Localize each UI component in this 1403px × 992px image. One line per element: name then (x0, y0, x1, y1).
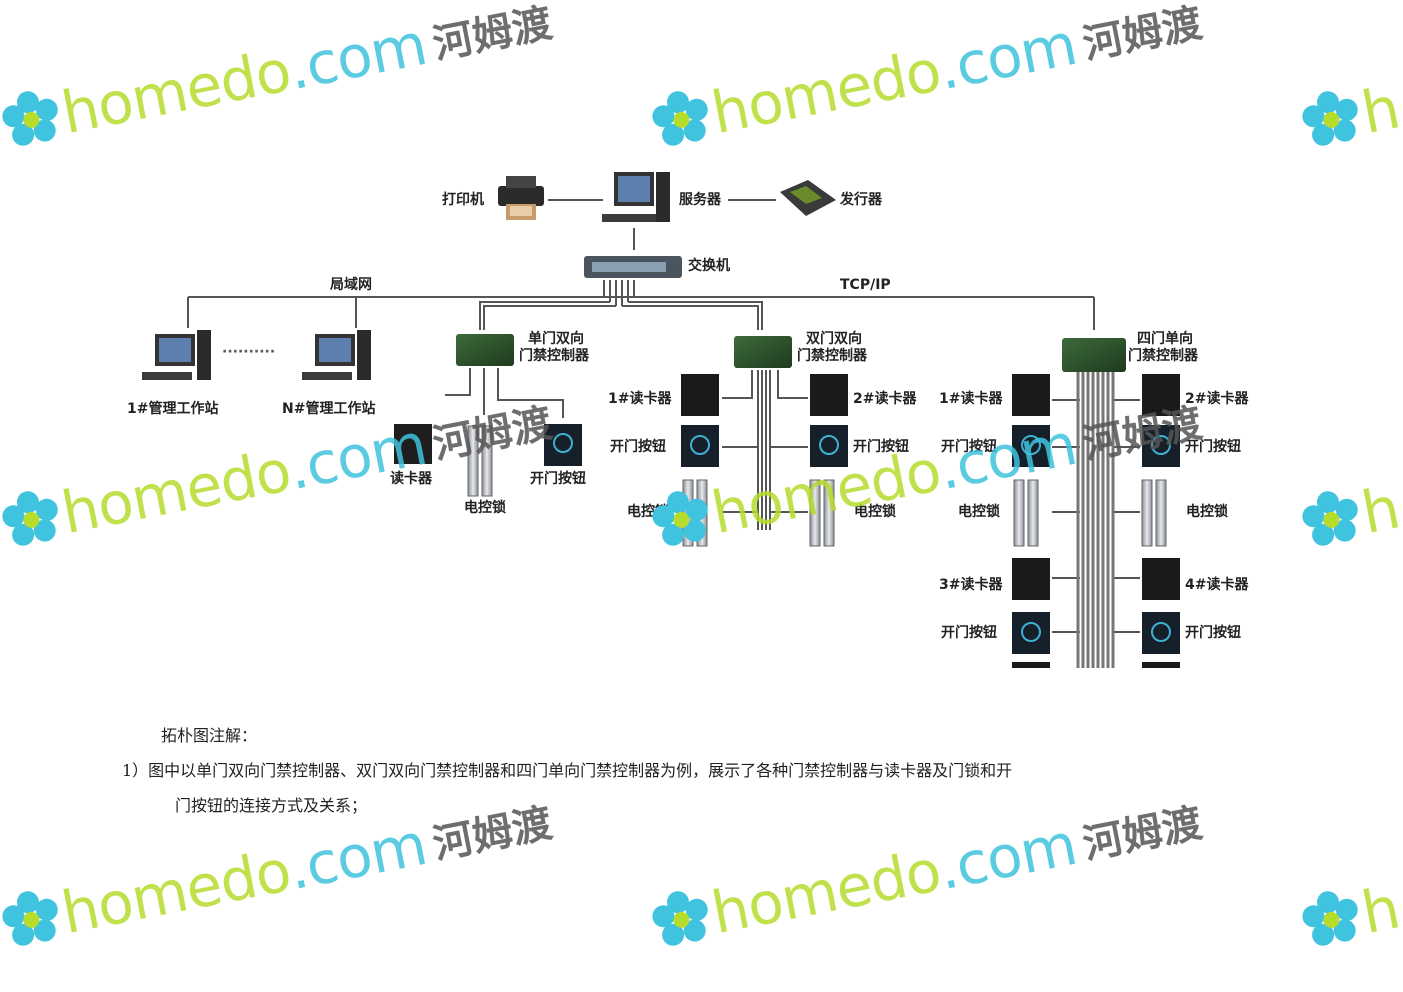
caption-heading: 拓朴图注解： (161, 726, 258, 745)
lock-icon (682, 479, 708, 547)
reader-4-icon (1142, 558, 1180, 600)
reader-3-icon (1012, 558, 1050, 600)
reader-2-icon (810, 374, 848, 416)
ellipsis-dots: ·········· (222, 344, 276, 360)
button-icon (681, 425, 719, 467)
lock-label: 电控锁 (464, 500, 506, 516)
server-label: 服务器 (679, 192, 721, 208)
workstation-n-label: N#管理工作站 (282, 401, 376, 417)
flower-logo-icon (1302, 891, 1358, 946)
reader-1-label: 1#读卡器 (939, 391, 1003, 407)
button-label: 开门按钮 (1185, 439, 1241, 455)
button-icon (1012, 425, 1050, 467)
controller-2-label-line2: 门禁控制器 (797, 348, 867, 364)
button-label: 开门按钮 (1185, 625, 1241, 641)
button-label: 开门按钮 (853, 439, 909, 455)
lock-icon (1013, 479, 1039, 547)
lock-label: 电控锁 (958, 504, 1000, 520)
button-label: 开门按钮 (610, 439, 666, 455)
workstation-1-label: 1#管理工作站 (127, 401, 219, 417)
reader-2-label: 2#读卡器 (853, 391, 917, 407)
lock-label: 电控锁 (1186, 504, 1228, 520)
topology-lines (142, 172, 1180, 668)
lock-icon (1142, 662, 1180, 668)
card-issuer-icon (780, 180, 836, 216)
controller-1-label-line2: 门禁控制器 (519, 348, 589, 364)
item-1-line-2: 门按钮的连接方式及关系； (175, 796, 368, 815)
controller-4-label-line1: 四门单向 (1137, 331, 1193, 347)
controller-4-label-line2: 门禁控制器 (1128, 348, 1198, 364)
lock-icon (467, 425, 493, 497)
button-icon (1012, 612, 1050, 654)
flower-logo-icon (2, 891, 58, 946)
topology-diagram: 打印机 服务器 发行器 交换机 局域网 TCP/IP 1#管理工作站 N#管理工… (127, 172, 1249, 668)
workstation-n-icon (302, 330, 371, 380)
issuer-label: 发行器 (840, 192, 882, 208)
printer-label: 打印机 (442, 192, 484, 208)
controller-2-icon (734, 336, 792, 368)
button-label: 开门按钮 (941, 625, 997, 641)
lock-icon (1012, 662, 1050, 668)
reader-3-label: 3#读卡器 (939, 577, 1003, 593)
lock-label: 电控锁 (854, 504, 896, 520)
watermark: homedo.com河姆渡 (644, 786, 1208, 960)
lock-label: 电控锁 (627, 504, 669, 520)
reader-icon (394, 424, 432, 464)
button-icon (810, 425, 848, 467)
switch-icon (584, 256, 682, 278)
button-label: 开门按钮 (941, 439, 997, 455)
button-label: 开门按钮 (530, 471, 586, 487)
reader-1-icon (1012, 374, 1050, 416)
controller-4-icon (1062, 338, 1126, 372)
controller-2-label-line1: 双门双向 (806, 331, 862, 347)
button-icon (1142, 612, 1180, 654)
workstation-1-icon (142, 330, 211, 380)
switch-label: 交换机 (688, 258, 730, 274)
flower-logo-icon (652, 891, 708, 946)
reader-label: 读卡器 (390, 471, 432, 487)
reader-4-label: 4#读卡器 (1185, 577, 1249, 593)
tcpip-label: TCP/IP (840, 277, 891, 293)
lock-icon (1141, 479, 1167, 547)
server-icon (602, 172, 670, 222)
reader-2-label: 2#读卡器 (1185, 391, 1249, 407)
reader-1-label: 1#读卡器 (608, 391, 672, 407)
lan-label: 局域网 (330, 277, 372, 293)
lock-icon (809, 479, 835, 547)
button-icon (544, 424, 582, 466)
watermark: homedo (1294, 873, 1403, 959)
item-1-line-1: 1）图中以单门双向门禁控制器、双门双向门禁控制器和四门单向门禁控制器为例，展示了… (122, 761, 1013, 780)
reader-2-icon (1142, 374, 1180, 416)
printer-icon (498, 176, 544, 220)
reader-1-icon (681, 374, 719, 416)
button-icon (1142, 425, 1180, 467)
controller-1-icon (456, 334, 514, 366)
controller-1-label-line1: 单门双向 (528, 331, 584, 347)
